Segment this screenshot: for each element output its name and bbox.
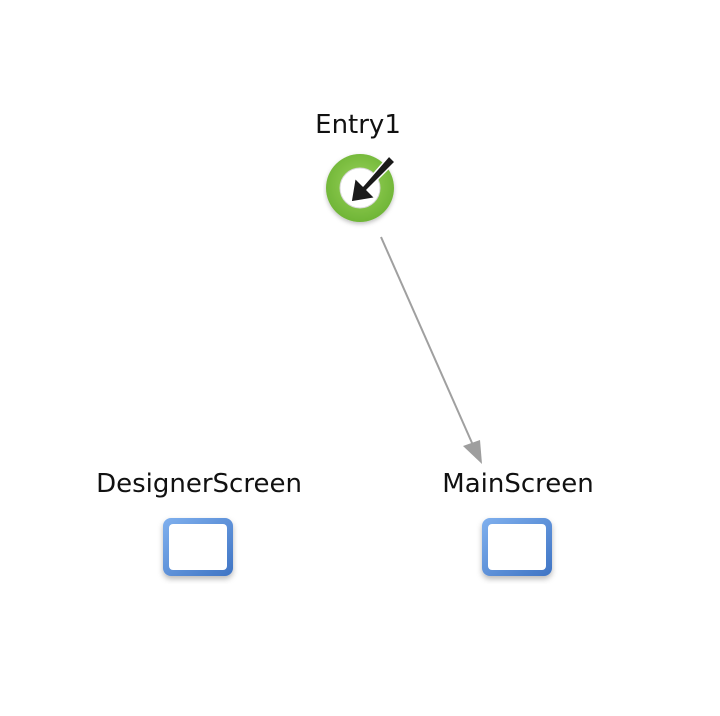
main-screen-node[interactable]: [476, 512, 562, 584]
screen-icon: [482, 518, 552, 576]
designer-screen-label: DesignerScreen: [96, 469, 302, 499]
designer-screen-node[interactable]: [157, 512, 243, 584]
entry-point-icon: [326, 154, 396, 222]
main-screen-label: MainScreen: [442, 469, 594, 499]
screen-icon: [163, 518, 233, 576]
edge-line[interactable]: [380, 236, 477, 453]
entry-node-label: Entry1: [315, 110, 401, 140]
entry-node[interactable]: [323, 150, 403, 230]
edge-arrowhead: [463, 440, 482, 464]
